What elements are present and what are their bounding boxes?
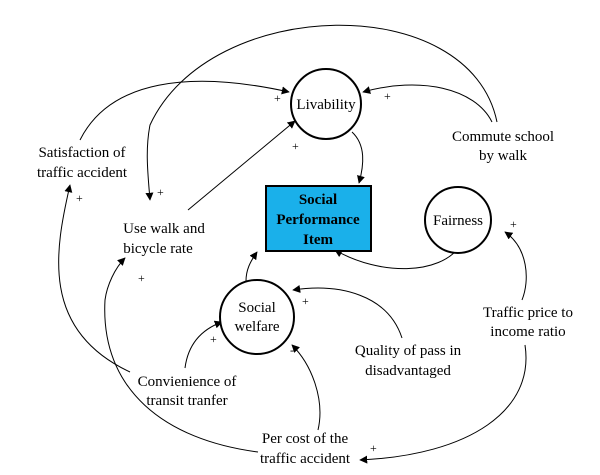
commute-label-2: by walk xyxy=(479,148,527,164)
convenience-label-2: transit tranfer xyxy=(146,393,227,409)
node-traffic-price: Traffic price to income ratio xyxy=(483,305,573,340)
sign-traffic-per-cost: + xyxy=(370,441,377,455)
per-cost-label-1: Per cost of the xyxy=(262,431,349,447)
link-per-cost-to-welfare xyxy=(291,344,321,431)
sign-per-cost-welfare: - xyxy=(290,343,294,357)
link-walk-bicycle-to-livability xyxy=(187,120,296,211)
link-quality-to-welfare xyxy=(292,284,403,339)
center-box xyxy=(265,185,372,252)
walk-bicycle-label-1: Use walk and xyxy=(123,221,205,237)
link-livability-to-center xyxy=(351,131,365,184)
link-welfare-to-center xyxy=(245,251,258,282)
node-livability-label: Livability xyxy=(296,97,356,113)
center-label-3: Item xyxy=(303,232,333,248)
center-label-1: Social xyxy=(299,192,337,208)
link-commute-to-walk-bicycle xyxy=(145,24,498,201)
link-per-cost-to-walk-bicycle xyxy=(104,257,259,453)
node-livability: Livability xyxy=(290,68,362,140)
sign-commute-livability: + xyxy=(384,89,391,103)
commute-label-1: Commute school xyxy=(452,129,554,145)
sign-satisfaction-livability: + xyxy=(274,91,281,105)
center-label-2: Performance xyxy=(276,212,360,228)
link-commute-to-livability xyxy=(362,84,493,123)
node-commute-school: Commute school by walk xyxy=(452,129,554,164)
link-traffic-price-to-per-cost xyxy=(359,344,527,464)
node-convenience: Convienience of transit tranfer xyxy=(138,374,237,409)
quality-pass-label-1: Quality of pass in xyxy=(355,343,462,359)
sign-commute-walk: + xyxy=(157,185,164,199)
link-convenience-to-satisfaction xyxy=(58,184,131,373)
node-social-performance-item: Social Performance Item xyxy=(265,185,372,252)
walk-bicycle-label-2: bicycle rate xyxy=(123,241,193,257)
node-quality-pass: Quality of pass in disadvantaged xyxy=(355,343,462,379)
link-convenience-to-welfare xyxy=(184,320,223,369)
node-social-welfare-label-2: welfare xyxy=(235,319,280,335)
satisfaction-label-2: traffic accident xyxy=(37,165,128,181)
sign-traffic-fairness: + xyxy=(510,217,517,231)
node-fairness-label: Fairness xyxy=(433,213,483,229)
sign-convenience-welfare: + xyxy=(210,332,217,346)
node-fairness: Fairness xyxy=(424,186,492,254)
node-social-welfare: Social welfare xyxy=(219,279,295,355)
sign-convenience-satisfaction: + xyxy=(76,191,83,205)
link-fairness-to-center xyxy=(334,245,461,270)
traffic-price-label-2: income ratio xyxy=(490,324,565,340)
sign-per-cost-walk: + xyxy=(138,271,145,285)
link-satisfaction-to-livability xyxy=(79,80,290,141)
link-traffic-price-to-fairness xyxy=(504,231,527,301)
quality-pass-label-2: disadvantaged xyxy=(365,363,451,379)
convenience-label-1: Convienience of xyxy=(138,374,237,390)
per-cost-label-2: traffic accident xyxy=(260,451,351,467)
node-satisfaction: Satisfaction of traffic accident xyxy=(37,145,128,181)
satisfaction-label-1: Satisfaction of xyxy=(38,145,125,161)
node-social-welfare-label-1: Social xyxy=(238,300,276,316)
node-walk-bicycle: Use walk and bicycle rate xyxy=(123,221,205,257)
sign-walk-livability: + xyxy=(292,139,299,153)
traffic-price-label-1: Traffic price to xyxy=(483,305,573,321)
sign-quality-welfare: + xyxy=(302,294,309,308)
node-per-cost: Per cost of the traffic accident xyxy=(260,431,351,467)
